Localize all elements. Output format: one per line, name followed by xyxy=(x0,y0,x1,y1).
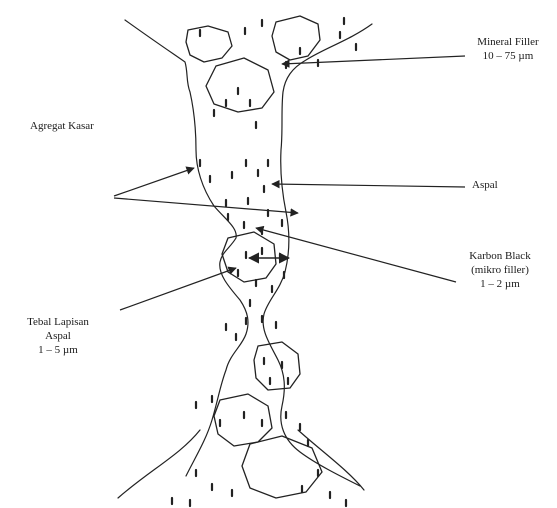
aggregate-particle xyxy=(206,58,274,112)
aggregate-particle xyxy=(222,232,276,282)
arrow-tebal-lapisan xyxy=(120,268,236,310)
arrow-mineral-filler xyxy=(282,56,465,64)
binder-left-boundary xyxy=(125,20,248,476)
aggregate-particle xyxy=(186,26,232,62)
label-tebal-lapisan: Tebal Lapisan Aspal 1 – 5 µm xyxy=(12,316,104,357)
aggregate-particle xyxy=(254,342,300,390)
label-agregat-kasar: Agregat Kasar xyxy=(30,120,94,134)
label-mineral-filler: Mineral Filler 10 – 75 µm xyxy=(462,36,554,64)
aggregate-particle xyxy=(242,436,322,498)
arrow-agregat-upper xyxy=(114,168,194,196)
aggregate-particle xyxy=(214,394,272,446)
arrow-agregat-lower xyxy=(114,198,298,213)
label-karbon-black: Karbon Black (mikro filler) 1 – 2 µm xyxy=(450,250,550,291)
mineral-filler-name: Mineral Filler xyxy=(462,36,554,50)
arrow-aspal xyxy=(272,184,465,187)
label-aspal: Aspal xyxy=(472,179,498,193)
arrow-karbon-black xyxy=(256,228,456,282)
aggregate-particle xyxy=(272,16,320,60)
background-outline-left xyxy=(118,430,200,498)
mineral-filler-specks xyxy=(172,18,356,506)
mineral-filler-size: 10 – 75 µm xyxy=(462,50,554,64)
